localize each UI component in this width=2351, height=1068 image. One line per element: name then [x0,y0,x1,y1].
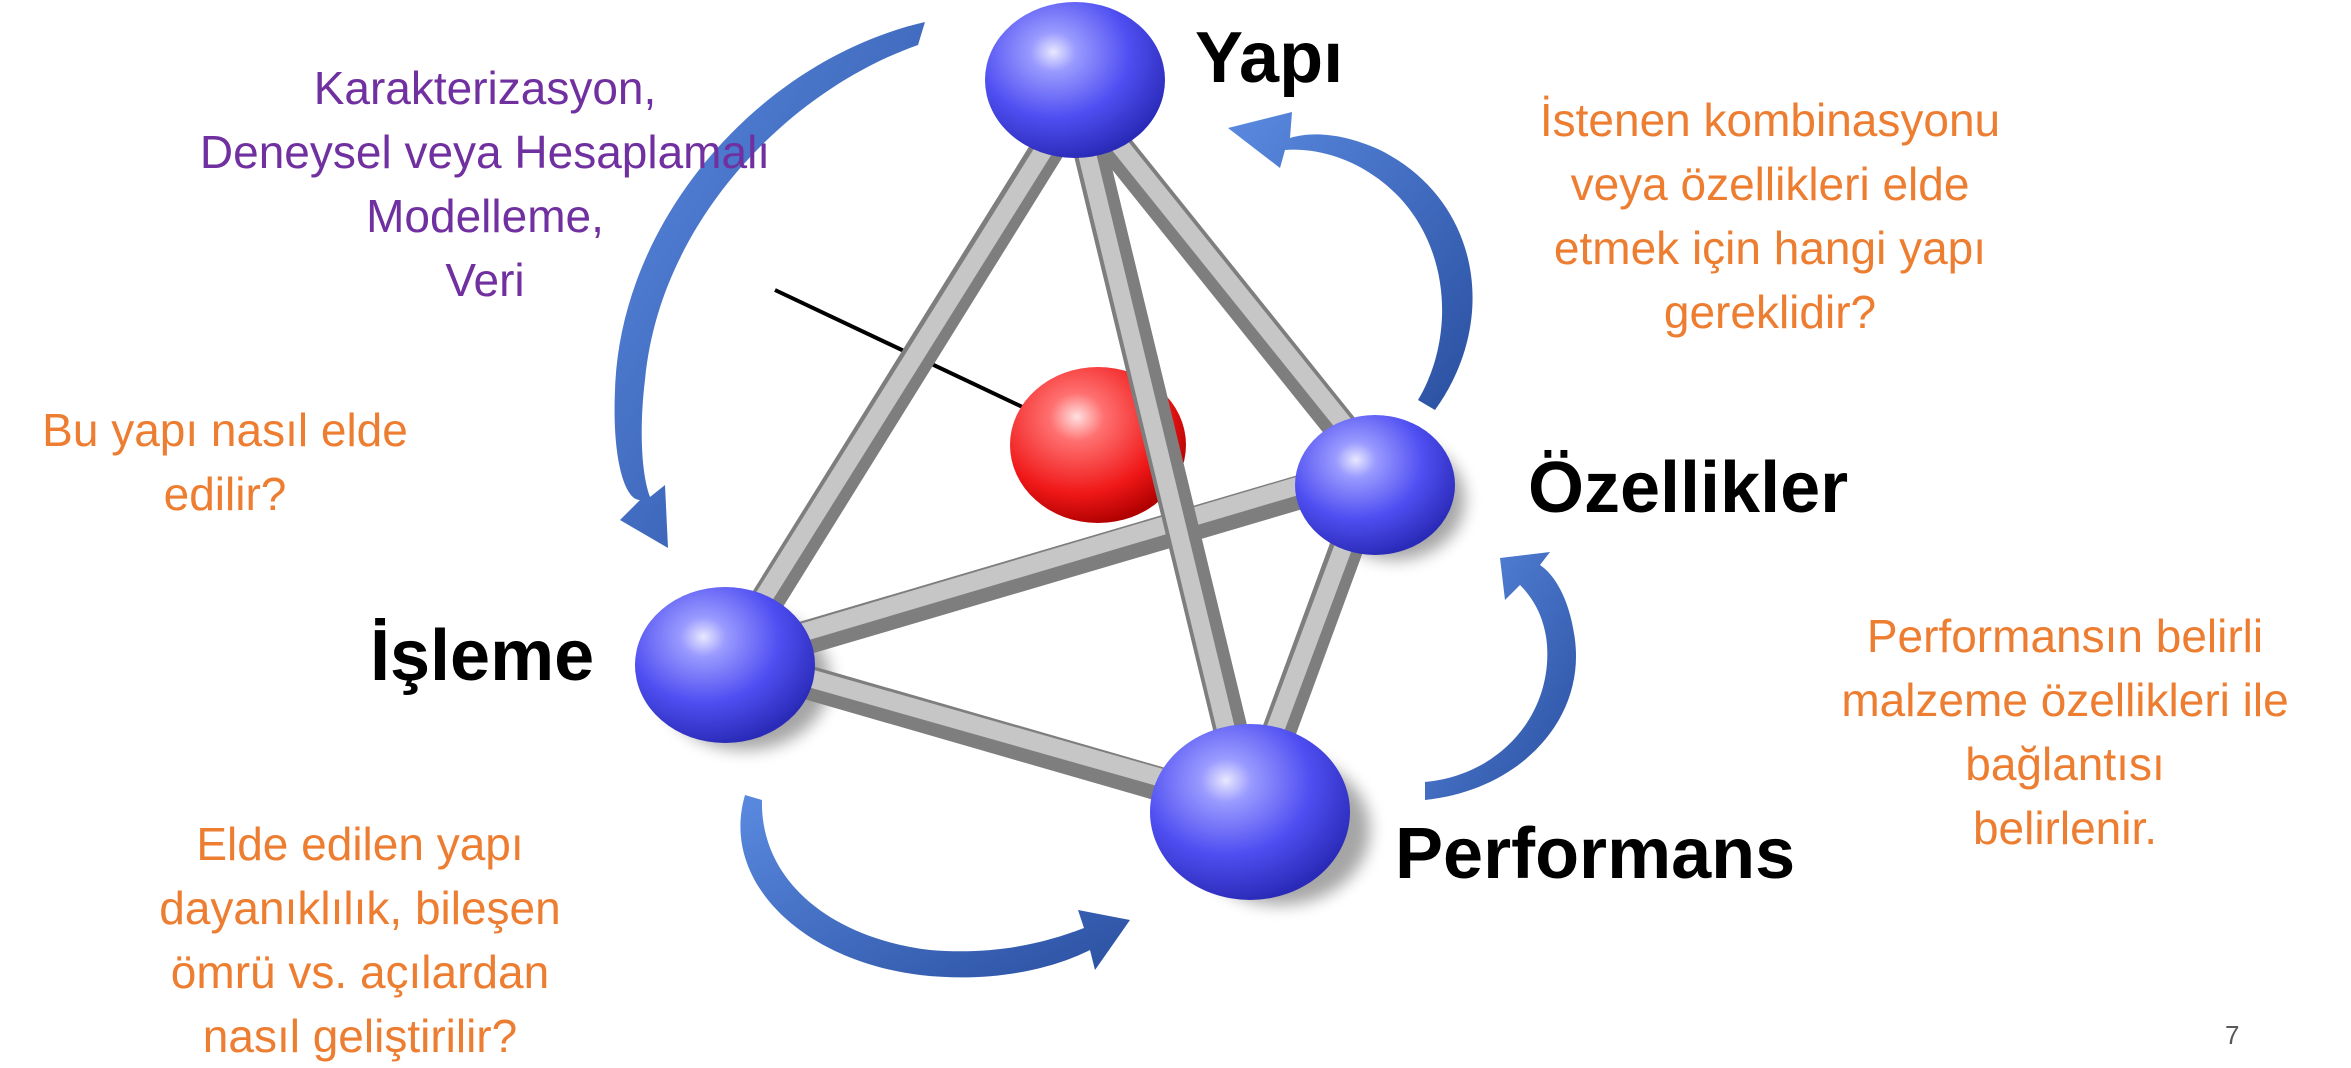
arrow-yapi-to-isleme [614,22,925,548]
note-line: Performansın belirli [1866,610,2264,662]
ozellikler-question-note: Performansın belirli malzeme özellikleri… [1785,604,2345,860]
isleme-sphere [635,587,815,743]
performans-label: Performans [1395,814,1796,894]
methods-note-line: Veri [445,254,525,306]
note-line: etmek için hangi yapı [1553,222,1987,274]
note-line: malzeme özellikleri ile [1841,674,2289,726]
yapi-sphere [985,2,1165,158]
note-line: Elde edilen yapı [196,818,524,870]
note-line: nasıl geliştirilir? [202,1010,518,1062]
performans-question-note: Elde edilen yapı dayanıklılık, bileşen ö… [110,812,610,1068]
arrow-performans-to-ozellikler [1425,552,1577,800]
note-line: ömrü vs. açılardan [170,946,550,998]
note-line: dayanıklılık, bileşen [159,882,561,934]
note-line: veya özellikleri elde [1570,158,1970,210]
isleme-question-note: Bu yapı nasıl elde edilir? [0,398,450,526]
performans-sphere [1150,724,1350,900]
note-line: bağlantısı [1965,738,2165,790]
isleme-label: İşleme [370,616,595,696]
note-line: edilir? [163,468,287,520]
ozellikler-label: Özellikler [1528,448,1849,528]
note-line: gereklidir? [1663,286,1877,338]
note-line: İstenen kombinasyonu [1539,94,2001,146]
methods-note-line: Modelleme, [366,190,604,242]
cycle-arrows [614,22,1577,978]
yapi-label: Yapı [1195,18,1344,98]
methods-note-line: Deneysel veya Hesaplamalı [199,126,771,178]
yapi-question-note: İstenen kombinasyonu veya özellikleri el… [1500,88,2040,344]
methods-note-line: Karakterizasyon, [313,62,657,114]
arrow-isleme-to-performans [740,795,1130,978]
ozellikler-sphere [1295,415,1455,555]
note-line: Bu yapı nasıl elde [42,404,408,456]
page-number: 7 [2225,1020,2240,1050]
arrow-ozellikler-to-yapi [1228,112,1473,410]
methods-note: Karakterizasyon, Deneysel veya Hesaplama… [140,56,830,312]
front-rod [1061,83,1267,827]
note-line: belirlenir. [1972,802,2158,854]
